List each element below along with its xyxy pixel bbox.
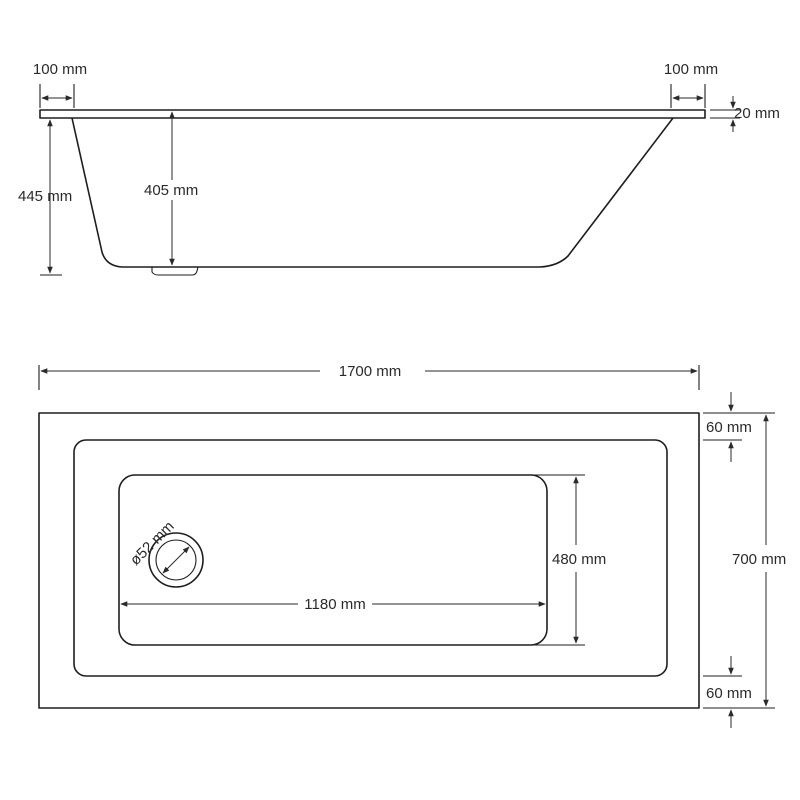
top-view: 1700 mm ø52 mm 1180 mm 480 mm 700 mm 60 [38,363,786,728]
dim-rim-right: 100 mm [664,61,718,78]
dim-overall-width: 700 mm [732,551,786,568]
top-outer-rim [38,412,700,709]
dim-waste-diameter: ø52 mm [127,518,178,569]
dim-overall-length: 1700 mm [339,363,402,380]
waste-outlet-outer [148,532,204,588]
dim-rim-bottom: 60 mm [706,685,752,702]
side-waste-outlet [151,266,199,276]
dim-base-width: 480 mm [552,551,606,568]
dim-base-length: 1180 mm [304,596,365,613]
waste-outlet-inner [155,539,197,581]
side-view: 100 mm 100 mm 20 mm 445 mm 405 mm [18,61,780,276]
dim-rim-thickness: 20 mm [734,105,780,122]
side-tub-body [71,117,674,268]
dim-rim-top: 60 mm [706,419,752,436]
dim-rim-left: 100 mm [33,61,87,78]
top-inner-outline [73,439,668,677]
side-rim [39,109,706,119]
dim-overall-height: 445 mm [18,188,72,205]
dim-inner-depth: 405 mm [144,182,198,199]
top-base [118,474,548,646]
